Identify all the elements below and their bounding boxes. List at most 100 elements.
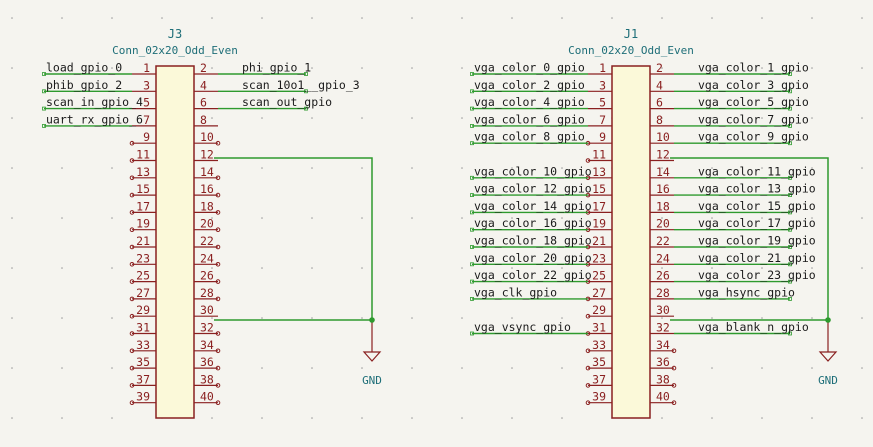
grid-dot — [861, 117, 863, 119]
net-label[interactable]: vga_vsync_gpio — [470, 320, 589, 336]
grid-dot — [761, 67, 763, 69]
grid-dot — [511, 317, 513, 319]
grid-dot — [261, 17, 263, 19]
net-label-text: load_gpio_0 — [46, 61, 122, 75]
grid-dot — [861, 217, 863, 219]
gnd-label: GND — [362, 374, 382, 387]
grid-dot — [261, 417, 263, 419]
net-label[interactable]: vga_color_11_gpio — [674, 164, 816, 180]
pin-number: 31 — [136, 321, 150, 335]
unconnected-pin-marker — [129, 262, 135, 267]
pin-number: 5 — [143, 96, 150, 110]
gnd-wire[interactable] — [214, 157, 373, 321]
net-label[interactable]: uart_rx_gpio_6 — [42, 112, 144, 128]
net-label[interactable]: vga_color_3_gpio — [674, 78, 809, 94]
pin-number: 1 — [599, 61, 606, 75]
grid-dot — [661, 17, 663, 19]
net-label[interactable]: scan_10o1__gpio_3 — [218, 78, 360, 94]
net-label[interactable]: vga_color_0_gpio — [470, 61, 589, 76]
grid-dot — [261, 67, 263, 69]
net-label[interactable]: vga_color_14_gpio — [470, 199, 592, 215]
gnd-net-j1[interactable]: GND — [670, 157, 838, 387]
net-label[interactable]: load_gpio_0 — [42, 61, 133, 76]
grid-dot — [711, 317, 713, 319]
net-label[interactable]: vga_color_12_gpio — [470, 182, 592, 198]
unconnected-pin-marker — [215, 210, 221, 215]
unconnected-pin-marker — [215, 400, 221, 406]
net-label[interactable]: vga_color_15_gpio — [674, 199, 816, 215]
net-label-text: vga_blank_n_gpio — [698, 320, 809, 334]
net-label[interactable]: vga_color_1_gpio — [674, 61, 809, 76]
pin-number: 10 — [656, 130, 670, 144]
grid-dot — [661, 417, 663, 419]
gnd-wire[interactable] — [670, 157, 829, 321]
net-label[interactable]: vga_color_2_gpio — [470, 78, 589, 94]
net-label[interactable]: vga_color_9_gpio — [674, 130, 809, 146]
pin-number: 11 — [592, 148, 606, 162]
unconnected-pin-marker — [585, 365, 591, 371]
ground-symbol-icon — [818, 351, 838, 362]
pin-number: 22 — [656, 234, 670, 248]
net-label[interactable]: phib_gpio_2 — [42, 78, 133, 94]
net-label[interactable]: vga_color_16_gpio — [470, 216, 592, 232]
grid-dot — [461, 217, 463, 219]
net-label[interactable]: vga_color_22_gpio — [470, 268, 592, 284]
net-label[interactable]: phi_gpio_1 — [218, 61, 311, 76]
grid-dot — [761, 167, 763, 169]
net-label[interactable]: vga_color_10_gpio — [470, 164, 592, 180]
grid-dot — [411, 267, 413, 269]
net-label[interactable]: vga_color_8_gpio — [470, 130, 589, 146]
gnd-net-j3[interactable]: GND — [214, 157, 382, 387]
grid-dot — [111, 167, 113, 169]
wire-end-marker — [470, 262, 474, 267]
pin-number: 29 — [592, 303, 606, 317]
net-label[interactable]: vga_color_5_gpio — [674, 95, 809, 111]
grid-dot — [361, 417, 363, 419]
net-label[interactable]: vga_color_7_gpio — [674, 112, 809, 128]
grid-dot — [61, 167, 63, 169]
pin-number: 20 — [200, 217, 214, 231]
net-label[interactable]: vga_color_19_gpio — [674, 234, 816, 249]
wire-end-marker — [470, 245, 474, 249]
net-label[interactable]: scan_out_gpio — [218, 95, 332, 111]
net-label[interactable]: vga_color_20_gpio — [470, 251, 592, 267]
grid-dot — [461, 17, 463, 19]
net-label[interactable]: vga_blank_n_gpio — [674, 320, 809, 336]
net-label[interactable]: scan_in_gpio_4 — [42, 95, 144, 111]
grid-dot — [111, 217, 113, 219]
wire-end-marker — [470, 124, 474, 128]
grid-dot — [661, 67, 663, 69]
grid-dot — [311, 67, 313, 69]
pin-number: 19 — [136, 217, 150, 231]
net-label[interactable]: vga_hsync_gpio — [674, 285, 795, 301]
pin-number: 15 — [592, 182, 606, 196]
pin-number: 35 — [136, 355, 150, 369]
pin-number: 22 — [200, 234, 214, 248]
net-label[interactable]: vga_color_4_gpio — [470, 95, 589, 111]
wire-end-marker — [788, 331, 792, 336]
grid-dot — [711, 217, 713, 219]
net-label-text: scan_in_gpio_4 — [46, 95, 143, 109]
wire-end-marker — [304, 106, 308, 111]
pin-number: 1 — [143, 61, 150, 75]
grid-dot — [661, 117, 663, 119]
grid-dot — [711, 167, 713, 169]
net-label[interactable]: vga_color_18_gpio — [470, 234, 592, 249]
net-label[interactable]: vga_clk_gpio — [470, 285, 589, 301]
net-label[interactable]: vga_color_13_gpio — [674, 182, 816, 198]
net-label[interactable]: vga_color_23_gpio — [674, 268, 816, 284]
grid-dot — [511, 267, 513, 269]
net-label[interactable]: vga_color_6_gpio — [470, 112, 589, 128]
grid-dot — [61, 267, 63, 269]
pin-number: 38 — [656, 372, 670, 386]
grid-dot — [811, 117, 813, 119]
pin-number: 14 — [656, 165, 670, 179]
grid-dot — [861, 317, 863, 319]
net-label[interactable]: vga_color_17_gpio — [674, 216, 816, 232]
pin-number: 24 — [200, 251, 214, 265]
net-label[interactable]: vga_color_21_gpio — [674, 251, 816, 267]
net-labels: load_gpio_0 phib_gpio_2scan_in_gpio_4uart… — [42, 61, 816, 336]
wire-end-marker — [788, 279, 792, 284]
